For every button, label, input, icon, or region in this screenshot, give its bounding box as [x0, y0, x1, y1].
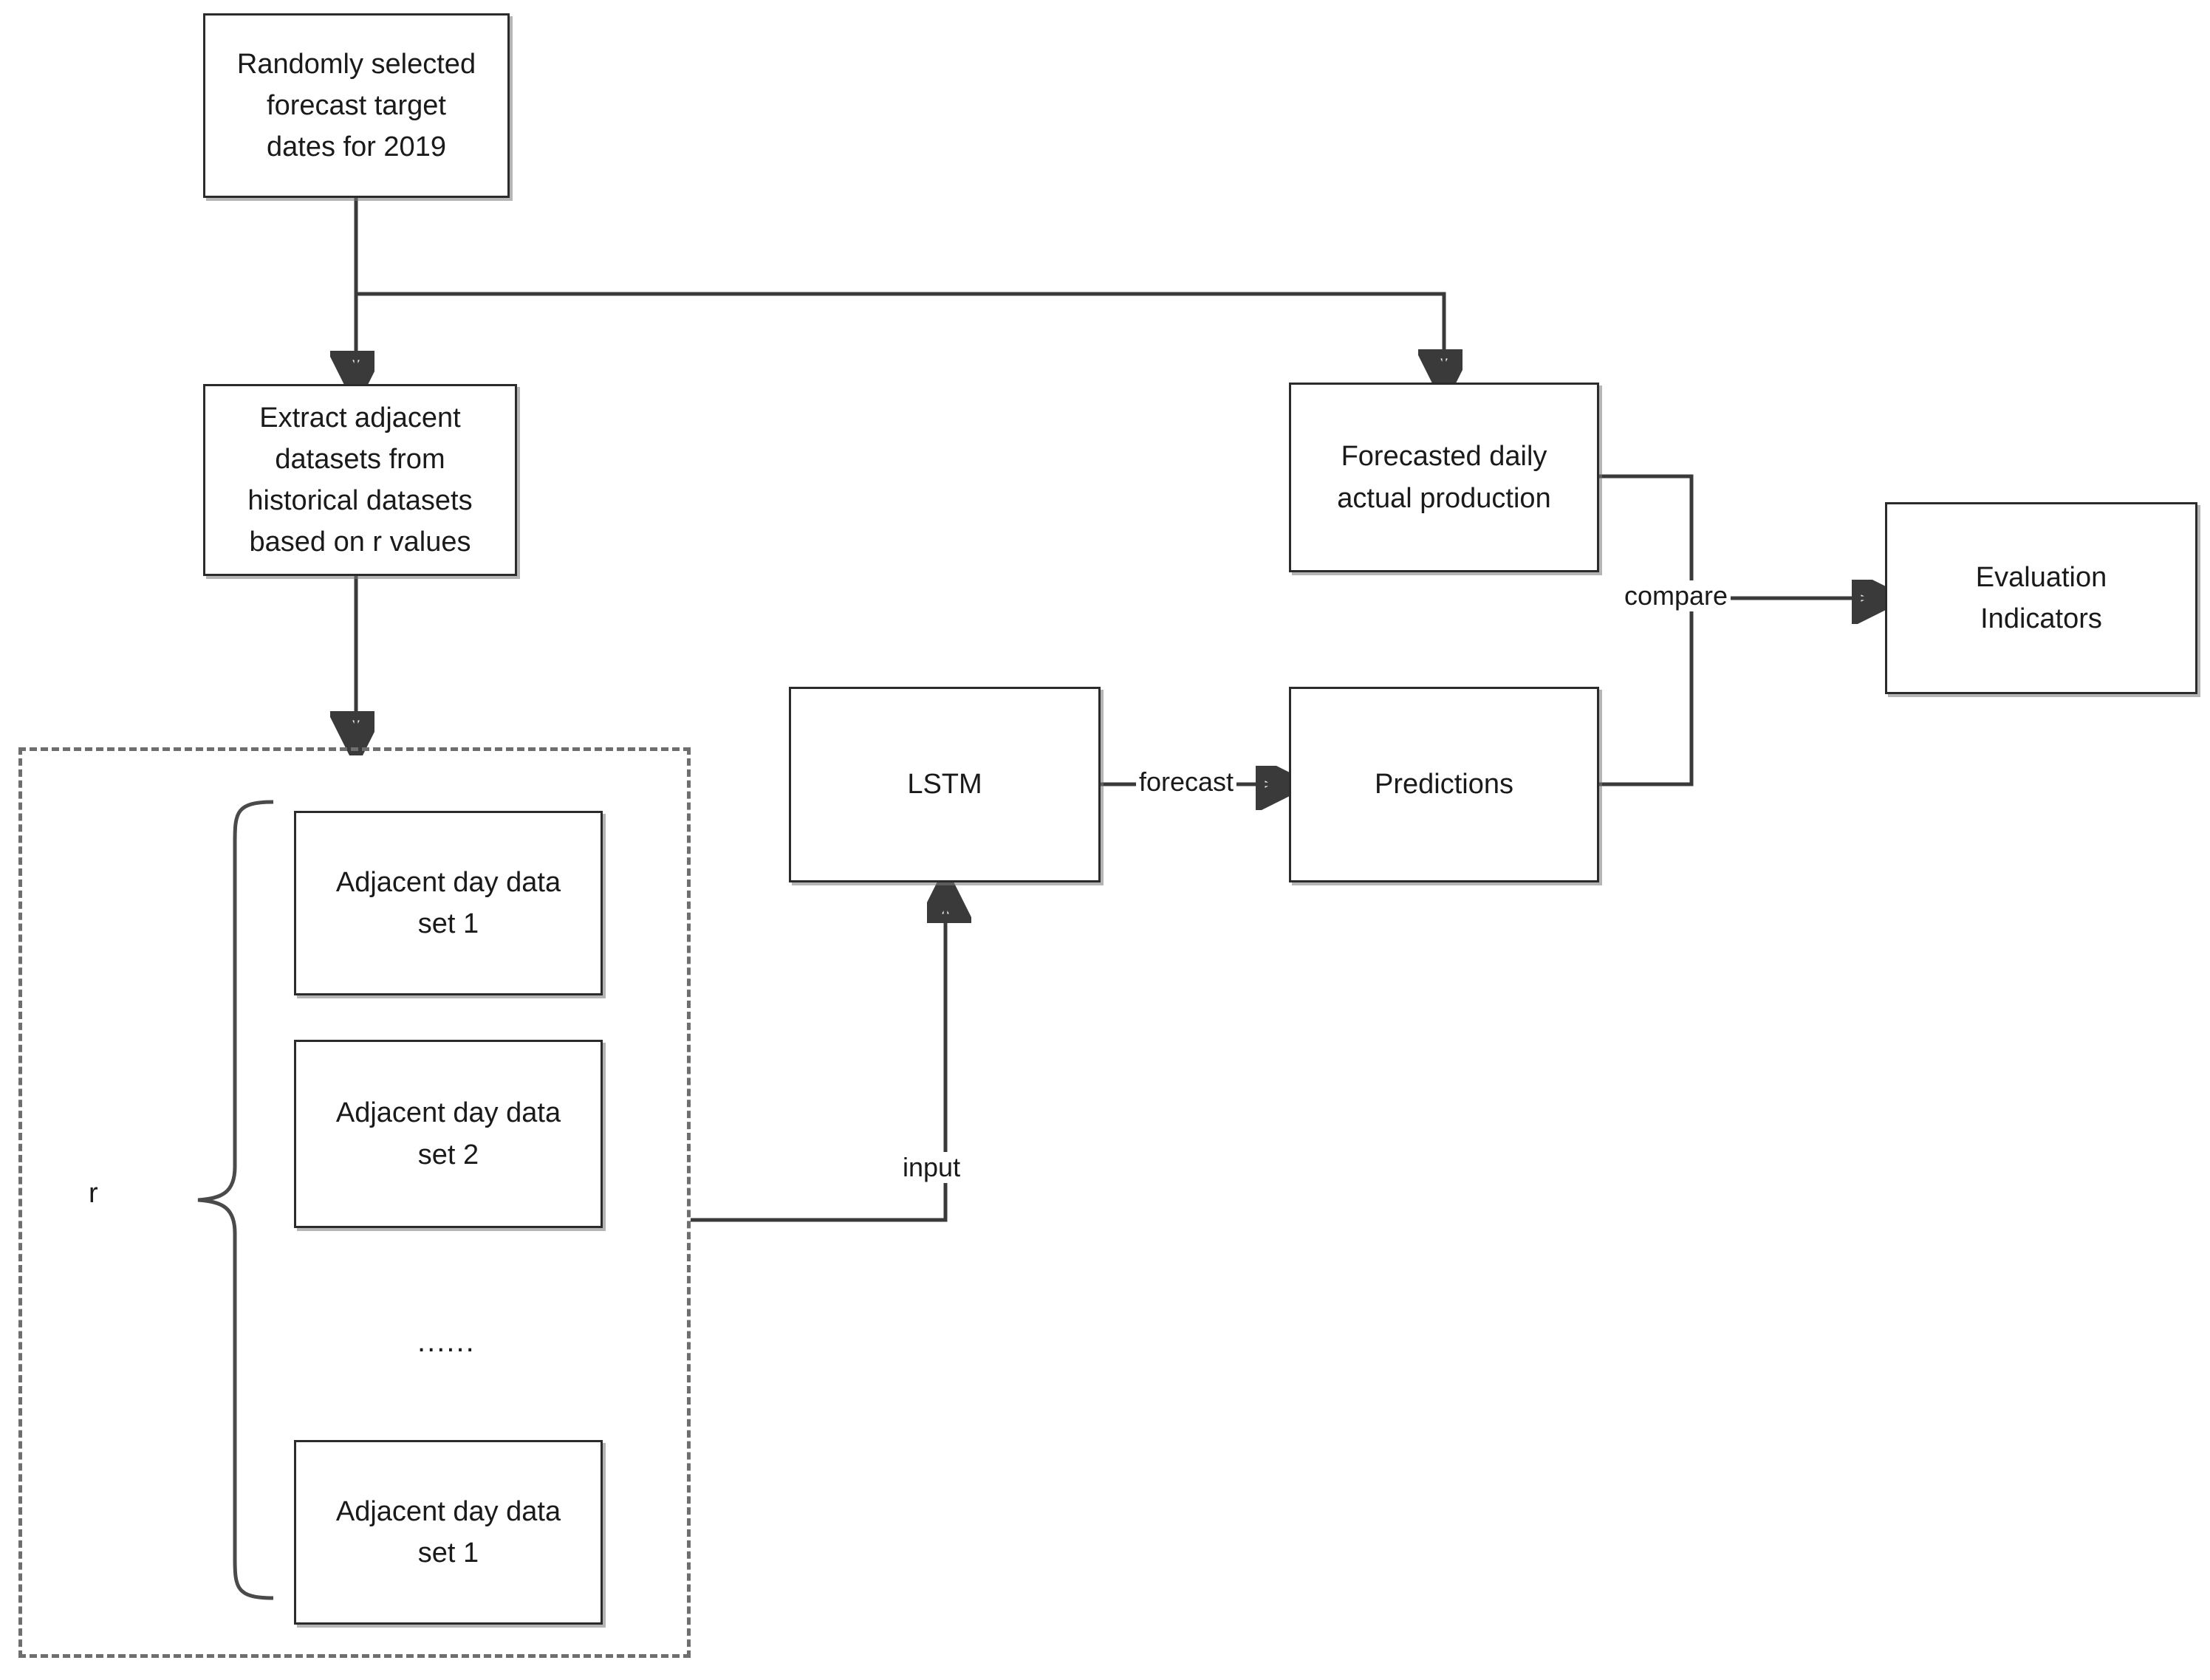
node-extract-datasets[interactable]: Extract adjacent datasets from historica…	[203, 384, 517, 576]
node-evaluation-indicators[interactable]: Evaluation Indicators	[1885, 502, 2197, 694]
edge-label-forecast: forecast	[1136, 767, 1237, 798]
node-adjacent-day-dataset-2-label: Adjacent day data set 2	[335, 1097, 561, 1170]
group-ellipsis: ......	[417, 1326, 476, 1358]
node-adjacent-day-dataset-r-label: Adjacent day data set 1	[335, 1495, 561, 1568]
node-target-dates-label: Randomly selected forecast target dates …	[236, 48, 476, 163]
node-adjacent-day-dataset-2[interactable]: Adjacent day data set 2	[294, 1040, 603, 1228]
node-adjacent-day-dataset-r[interactable]: Adjacent day data set 1	[294, 1440, 603, 1625]
wire-predictions-to-compare	[1599, 598, 1694, 786]
node-predictions[interactable]: Predictions	[1289, 687, 1599, 882]
node-target-dates[interactable]: Randomly selected forecast target dates …	[203, 13, 510, 198]
node-extract-datasets-label: Extract adjacent datasets from historica…	[247, 402, 473, 558]
node-adjacent-day-dataset-1[interactable]: Adjacent day data set 1	[294, 811, 603, 995]
brace-label-r: r	[89, 1178, 98, 1209]
node-adjacent-day-dataset-1-label: Adjacent day data set 1	[335, 866, 561, 939]
node-lstm-label: LSTM	[907, 769, 982, 800]
node-lstm[interactable]: LSTM	[789, 687, 1101, 882]
edge-label-input: input	[900, 1152, 964, 1183]
node-forecasted-actual-production[interactable]: Forecasted daily actual production	[1289, 383, 1599, 572]
wire-targetdates-branch	[356, 292, 1444, 383]
node-evaluation-indicators-label: Evaluation Indicators	[1975, 561, 2107, 634]
edge-label-compare: compare	[1621, 580, 1731, 611]
node-forecasted-actual-production-label: Forecasted daily actual production	[1337, 441, 1551, 514]
node-predictions-label: Predictions	[1375, 769, 1513, 800]
adjacent-datasets-group	[18, 747, 691, 1658]
r-brace	[197, 800, 274, 1600]
